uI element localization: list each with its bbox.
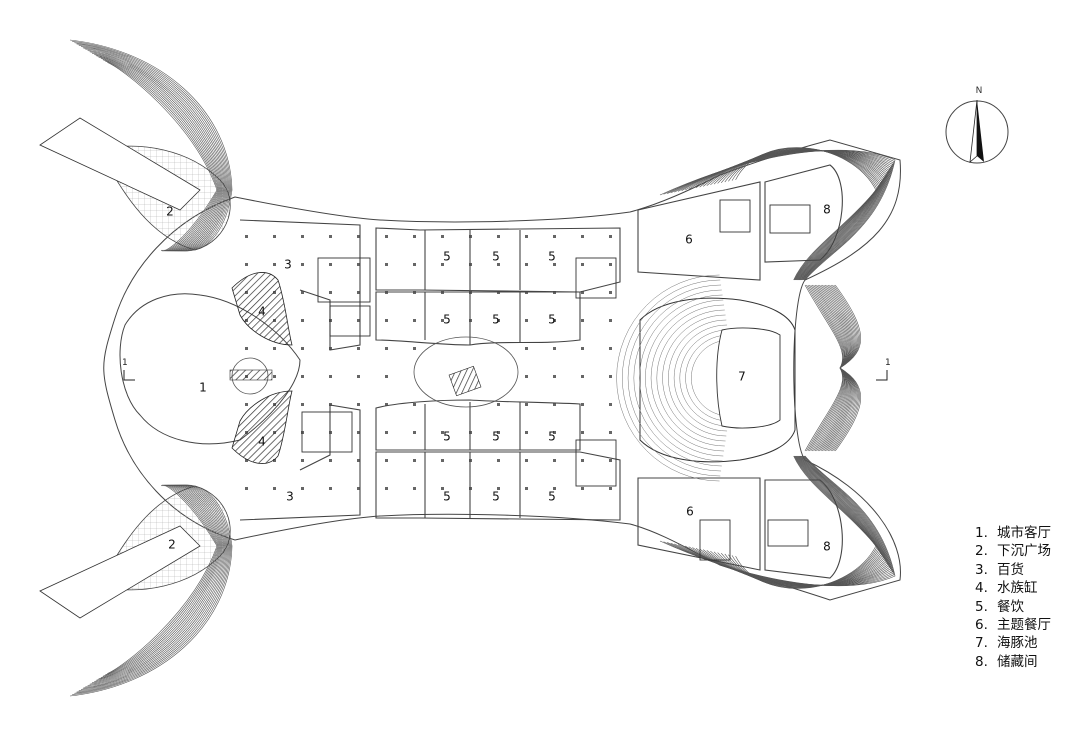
legend-number: 3. <box>975 561 988 578</box>
legend-label: 城市客厅 <box>997 525 1051 541</box>
legend-label: 水族缸 <box>997 580 1038 597</box>
section-mark-east: 1 <box>876 358 891 381</box>
zone-label: 5 <box>548 430 556 444</box>
zone-label: 3 <box>286 490 294 504</box>
aquarium-south <box>231 390 293 464</box>
svg-text:1: 1 <box>122 358 128 368</box>
legend-label: 海豚池 <box>997 635 1038 652</box>
zone-label: 5 <box>492 250 500 264</box>
service-cores <box>301 199 811 561</box>
legend-label: 下沉广场 <box>997 543 1051 560</box>
legend-item: 7. 海豚池 <box>975 634 1075 652</box>
legend-label: 餐饮 <box>997 598 1024 615</box>
legend-item: 3. 百货 <box>975 561 1075 579</box>
zone-label: 5 <box>443 430 451 444</box>
zone-label: 3 <box>284 258 292 272</box>
zone-label: 6 <box>685 233 693 247</box>
compass-needle <box>969 99 978 163</box>
legend-label: 主题餐厅 <box>997 617 1051 634</box>
section-mark-west: 1 <box>122 358 135 381</box>
central-stair <box>448 365 482 397</box>
zone-label: 5 <box>443 250 451 264</box>
sunken-plaza-north <box>39 117 231 251</box>
sunken-plaza-south <box>39 485 231 619</box>
legend-item: 8. 储藏间 <box>975 653 1075 671</box>
north-arrow: N <box>945 86 1009 164</box>
legend-item: 5. 餐饮 <box>975 598 1075 616</box>
zone-labels: 1 2 2 3 3 4 4 5 5 5 5 5 5 5 5 5 5 5 5 6 … <box>166 203 831 554</box>
zone-label: 1 <box>199 381 207 395</box>
legend-label: 百货 <box>997 561 1024 578</box>
legend-item: 1. 城市客厅 <box>975 524 1075 542</box>
legend-number: 6. <box>975 617 988 634</box>
zone-label: 5 <box>492 490 500 504</box>
legend-label: 储藏间 <box>997 653 1038 670</box>
zone-label: 8 <box>823 203 831 217</box>
zone-label: 7 <box>738 370 746 384</box>
zone-label: 5 <box>443 490 451 504</box>
aquarium-north <box>231 272 293 346</box>
dolphin-pool <box>616 274 796 482</box>
city-lobby-escalator <box>229 369 273 381</box>
zone-label: 5 <box>548 250 556 264</box>
legend-number: 4. <box>975 580 988 597</box>
legend: 1. 城市客厅 2. 下沉广场 3. 百货 4. 水族缸 5. 餐饮 6. 主题餐厅 7. 海豚池 8. 储藏… <box>975 524 1075 671</box>
compass-needle-dark <box>977 100 984 162</box>
legend-number: 2. <box>975 543 988 560</box>
legend-item: 2. 下沉广场 <box>975 542 1075 560</box>
zone-label: 2 <box>168 538 176 552</box>
svg-text:1: 1 <box>885 358 891 368</box>
zone-label: 5 <box>492 313 500 327</box>
shop-partitions <box>239 164 843 579</box>
legend-number: 7. <box>975 635 988 652</box>
legend-number: 8. <box>975 653 988 670</box>
legend-item: 6. 主题餐厅 <box>975 616 1075 634</box>
zone-label: 4 <box>258 305 266 319</box>
zone-label: 5 <box>548 490 556 504</box>
atrium-void <box>413 336 519 408</box>
zone-label: 5 <box>548 313 556 327</box>
zone-label: 4 <box>258 435 266 449</box>
compass-letter: N <box>976 86 983 96</box>
zone-label: 8 <box>823 540 831 554</box>
zone-label: 5 <box>492 430 500 444</box>
zone-label: 6 <box>686 505 694 519</box>
zone-label: 2 <box>166 205 174 219</box>
legend-number: 1. <box>975 525 988 541</box>
legend-item: 4. 水族缸 <box>975 579 1075 597</box>
legend-number: 5. <box>975 598 988 615</box>
zone-label: 5 <box>443 313 451 327</box>
